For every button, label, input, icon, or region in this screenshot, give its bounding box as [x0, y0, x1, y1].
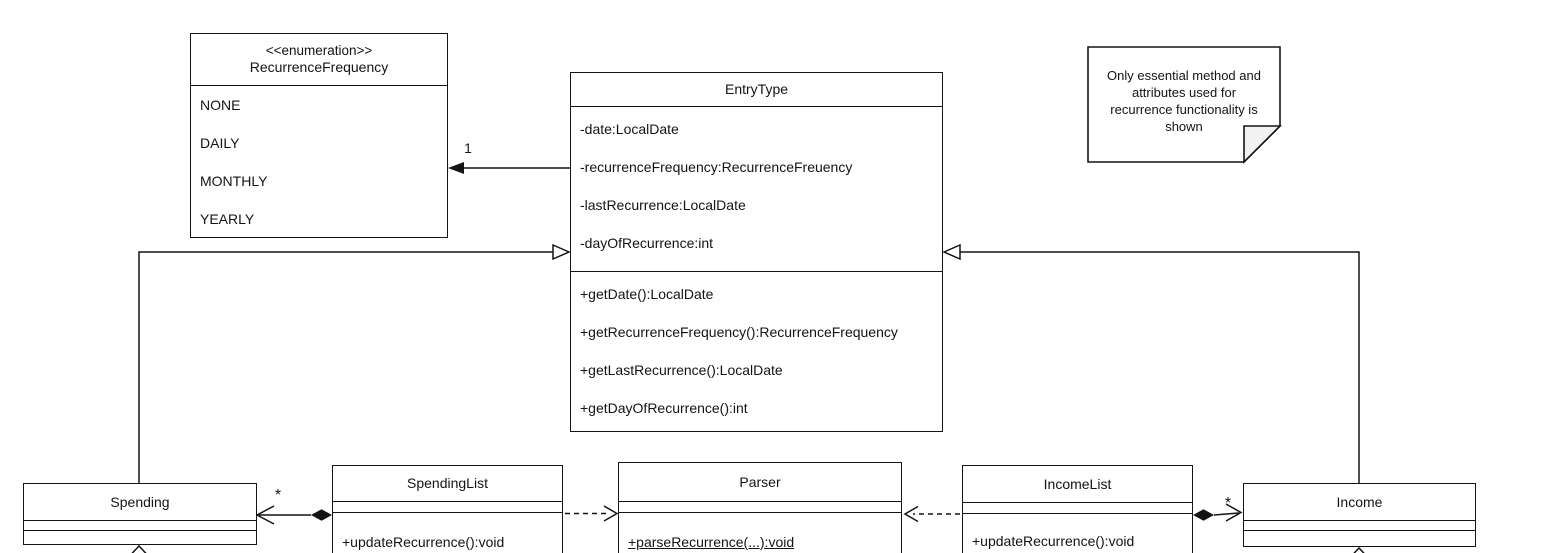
methods-compartment	[1244, 531, 1475, 545]
method: +getRecurrenceFrequency():RecurrenceFreq…	[580, 324, 898, 340]
methods-compartment: +updateRecurrence():void	[963, 514, 1192, 551]
class-header: IncomeList	[963, 466, 1192, 503]
method: +updateRecurrence():void	[972, 533, 1135, 549]
class-title: Parser	[739, 473, 781, 490]
multiplicity-label-spending[interactable]: *	[274, 487, 282, 504]
open-arrowhead-icon	[903, 505, 919, 523]
open-arrowhead-icon	[1225, 503, 1243, 522]
class-spendinglist[interactable]: SpendingList +updateRecurrence():void	[332, 465, 563, 553]
class-entrytype[interactable]: EntryType -date:LocalDate -recurrenceFre…	[570, 72, 943, 432]
filled-diamond-icon	[311, 509, 332, 521]
method: +updateRecurrence():void	[342, 534, 505, 550]
open-arrowhead-icon	[603, 505, 619, 522]
methods-compartment	[24, 531, 256, 543]
inheritance-arrowhead-under-spending[interactable]	[131, 544, 147, 553]
attribute: -dayOfRecurrence:int	[580, 235, 714, 251]
note-text: Only essential method and attributes use…	[1107, 68, 1261, 134]
enumeration-stereotype: <<enumeration>>	[265, 43, 373, 58]
hollow-triangle-icon	[942, 243, 961, 261]
attributes-compartment	[24, 521, 256, 531]
static-method: +parseRecurrence(...):void	[628, 534, 795, 550]
method: +getLastRecurrence():LocalDate	[580, 362, 783, 378]
multiplicity-label-recurrence[interactable]: 1	[464, 140, 472, 156]
generalization-income-to-entrytype[interactable]	[942, 243, 1360, 483]
class-parser[interactable]: Parser +parseRecurrence(...):void	[618, 462, 902, 553]
class-header: SpendingList	[333, 466, 562, 502]
composition-spendinglist-to-spending[interactable]	[255, 505, 332, 525]
methods-compartment: +getDate():LocalDate +getRecurrenceFrequ…	[571, 272, 942, 427]
attributes-compartment	[333, 502, 562, 513]
class-header: Parser	[619, 463, 901, 502]
attributes-compartment	[619, 502, 901, 513]
enum-value: DAILY	[200, 135, 240, 151]
class-income[interactable]: Income	[1243, 483, 1476, 547]
class-header: Income	[1244, 484, 1475, 521]
dependency-incomelist-to-parser[interactable]	[903, 505, 960, 523]
dependency-spendinglist-to-parser[interactable]	[565, 505, 619, 522]
note-shape[interactable]	[1087, 46, 1282, 164]
enum-values-compartment: NONE DAILY MONTHLY YEARLY	[191, 86, 447, 238]
composition-incomelist-to-income[interactable]	[1193, 503, 1243, 522]
hollow-triangle-icon	[1353, 546, 1365, 553]
class-recurrencefrequency[interactable]: <<enumeration>> RecurrenceFrequency NONE…	[190, 33, 448, 238]
enum-value: NONE	[200, 97, 241, 113]
class-title: Income	[1336, 493, 1383, 510]
inheritance-arrowhead-under-income[interactable]	[1351, 546, 1367, 553]
class-header: EntryType	[571, 73, 942, 107]
note-fold-icon	[1243, 125, 1282, 164]
class-header: Spending	[24, 484, 256, 521]
class-header: <<enumeration>> RecurrenceFrequency	[191, 34, 447, 86]
attribute: -lastRecurrence:LocalDate	[580, 197, 746, 213]
class-title: RecurrenceFrequency	[249, 59, 389, 75]
attribute: -recurrenceFrequency:RecurrenceFreuency	[580, 159, 853, 175]
class-title: SpendingList	[407, 475, 488, 491]
class-title: Spending	[110, 493, 170, 510]
methods-compartment: +updateRecurrence():void	[333, 513, 562, 552]
method: +getDate():LocalDate	[580, 286, 714, 302]
hollow-triangle-icon	[552, 243, 571, 261]
attributes-compartment	[963, 503, 1192, 514]
multiplicity-label-income[interactable]: *	[1224, 495, 1232, 512]
filled-diamond-icon	[1193, 509, 1214, 521]
open-arrowhead-icon	[255, 505, 275, 525]
hollow-triangle-icon	[131, 544, 147, 553]
attributes-compartment	[1244, 521, 1475, 531]
filled-arrowhead-icon	[448, 162, 464, 174]
enum-value: MONTHLY	[200, 173, 268, 189]
methods-compartment: +parseRecurrence(...):void	[619, 513, 901, 552]
attribute: -date:LocalDate	[580, 121, 679, 137]
class-title: IncomeList	[1043, 475, 1112, 492]
generalization-spending-to-entrytype[interactable]	[138, 243, 571, 483]
association-entrytype-to-recurrencefrequency[interactable]	[448, 162, 570, 174]
class-spending[interactable]: Spending	[23, 483, 257, 545]
enum-value: YEARLY	[200, 211, 255, 227]
attributes-compartment: -date:LocalDate -recurrenceFrequency:Rec…	[571, 107, 942, 272]
class-title: EntryType	[724, 81, 789, 97]
class-incomelist[interactable]: IncomeList +updateRecurrence():void	[962, 465, 1193, 553]
method: +getDayOfRecurrence():int	[580, 400, 748, 416]
